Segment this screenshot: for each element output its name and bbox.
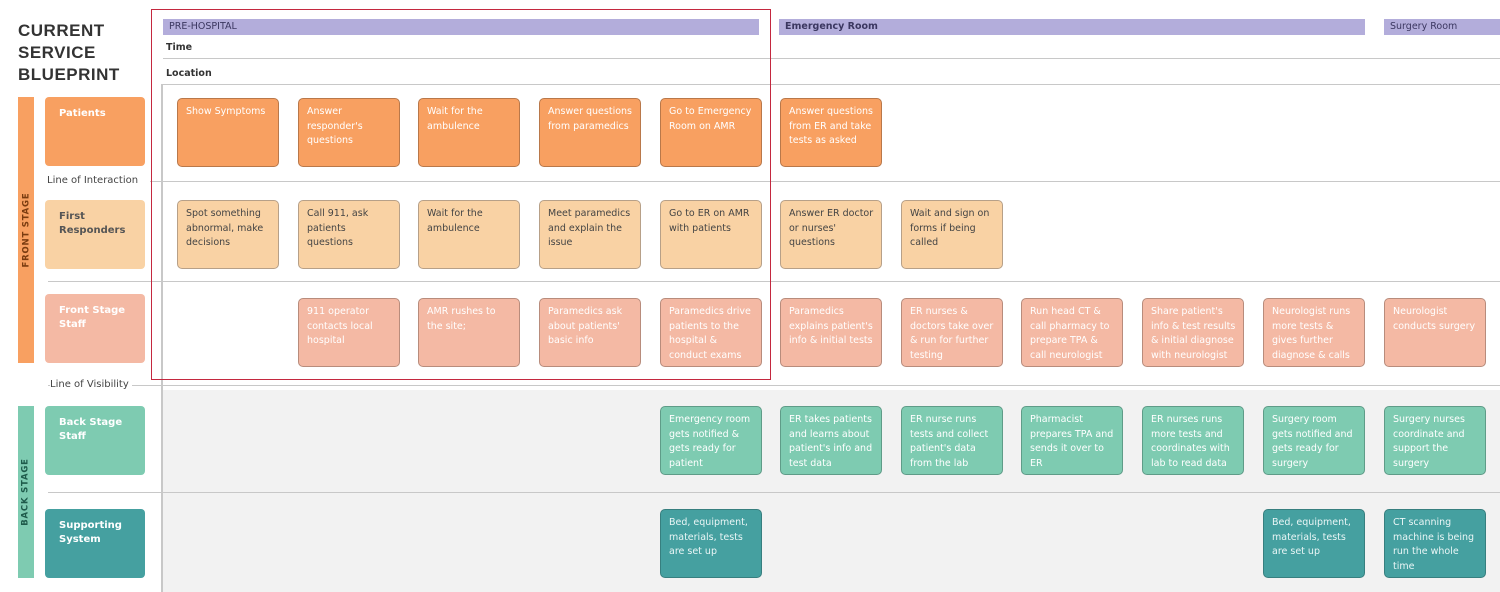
back-staff-card: Pharmacist prepares TPA and sends it ove… bbox=[1021, 406, 1123, 475]
row-label-patients: Patients bbox=[45, 97, 145, 166]
patient-card: Go to Emergency Room on AMR bbox=[660, 98, 762, 167]
front-staff-card: 911 operator contacts local hospital bbox=[298, 298, 400, 367]
front-stage-label: FRONT STAGE bbox=[21, 192, 31, 268]
front-staff-card: Share patient's info & test results & in… bbox=[1142, 298, 1244, 367]
title-line: BLUEPRINT bbox=[18, 65, 120, 84]
back-stage-bar bbox=[18, 406, 34, 578]
location-divider bbox=[163, 84, 1500, 85]
responder-card: Wait and sign on forms if being called bbox=[901, 200, 1003, 269]
blueprint-title: CURRENT SERVICE BLUEPRINT bbox=[18, 20, 120, 86]
title-line: CURRENT bbox=[18, 21, 105, 40]
location-label: Location bbox=[166, 68, 212, 79]
responder-card: Call 911, ask patients questions bbox=[298, 200, 400, 269]
patient-card: Wait for the ambulence bbox=[418, 98, 520, 167]
line-of-visibility bbox=[48, 385, 1500, 386]
back-staff-card: Emergency room gets notified & gets read… bbox=[660, 406, 762, 475]
front-staff-card: Paramedics drive patients to the hospita… bbox=[660, 298, 762, 367]
line-of-visibility-label: Line of Visibility bbox=[50, 379, 132, 390]
row-divider bbox=[48, 492, 1500, 493]
support-card: Bed, equipment, materials, tests are set… bbox=[660, 509, 762, 578]
time-divider bbox=[163, 58, 1500, 59]
front-stage-bar bbox=[18, 97, 34, 363]
row-label-back-stage-staff: Back Stage Staff bbox=[45, 406, 145, 475]
row-label-supporting-system: Supporting System bbox=[45, 509, 145, 578]
phase-surgery-room: Surgery Room bbox=[1384, 19, 1500, 35]
front-staff-card: Neurologist runs more tests & gives furt… bbox=[1263, 298, 1365, 367]
front-staff-card: ER nurses & doctors take over & run for … bbox=[901, 298, 1003, 367]
patient-card: Show Symptoms bbox=[177, 98, 279, 167]
back-staff-card: Surgery room gets notified and gets read… bbox=[1263, 406, 1365, 475]
responder-card: Go to ER on AMR with patients bbox=[660, 200, 762, 269]
back-staff-card: Surgery nurses coordinate and support th… bbox=[1384, 406, 1486, 475]
line-of-interaction bbox=[150, 181, 1500, 182]
patient-card: Answer responder's questions bbox=[298, 98, 400, 167]
line-of-interaction-label: Line of Interaction bbox=[47, 175, 142, 186]
front-staff-card: Paramedics ask about patients' basic inf… bbox=[539, 298, 641, 367]
support-card: Bed, equipment, materials, tests are set… bbox=[1263, 509, 1365, 578]
patient-card: Answer questions from ER and take tests … bbox=[780, 98, 882, 167]
back-staff-card: ER takes patients and learns about patie… bbox=[780, 406, 882, 475]
time-label: Time bbox=[166, 42, 193, 53]
row-label-front-stage-staff: Front Stage Staff bbox=[45, 294, 145, 363]
responder-card: Spot something abnormal, make decisions bbox=[177, 200, 279, 269]
phase-prehospital: PRE-HOSPITAL bbox=[163, 19, 759, 35]
front-staff-card: AMR rushes to the site; bbox=[418, 298, 520, 367]
front-staff-card: Neurologist conducts surgery bbox=[1384, 298, 1486, 367]
support-card: CT scanning machine is being run the who… bbox=[1384, 509, 1486, 578]
responder-card: Answer ER doctor or nurses' questions bbox=[780, 200, 882, 269]
responder-card: Wait for the ambulence bbox=[418, 200, 520, 269]
title-line: SERVICE bbox=[18, 43, 96, 62]
row-label-first-responders: First Responders bbox=[45, 200, 145, 269]
phase-emergency-room: Emergency Room bbox=[779, 19, 1365, 35]
patient-card: Answer questions from paramedics bbox=[539, 98, 641, 167]
front-staff-card: Paramedics explains patient's info & ini… bbox=[780, 298, 882, 367]
responder-card: Meet paramedics and explain the issue bbox=[539, 200, 641, 269]
back-staff-card: ER nurse runs tests and collect patient'… bbox=[901, 406, 1003, 475]
back-staff-card: ER nurses runs more tests and coordinate… bbox=[1142, 406, 1244, 475]
front-staff-card: Run head CT & call pharmacy to prepare T… bbox=[1021, 298, 1123, 367]
vertical-divider bbox=[161, 84, 163, 592]
row-divider bbox=[48, 281, 1500, 282]
back-stage-label: BACK STAGE bbox=[21, 458, 31, 526]
